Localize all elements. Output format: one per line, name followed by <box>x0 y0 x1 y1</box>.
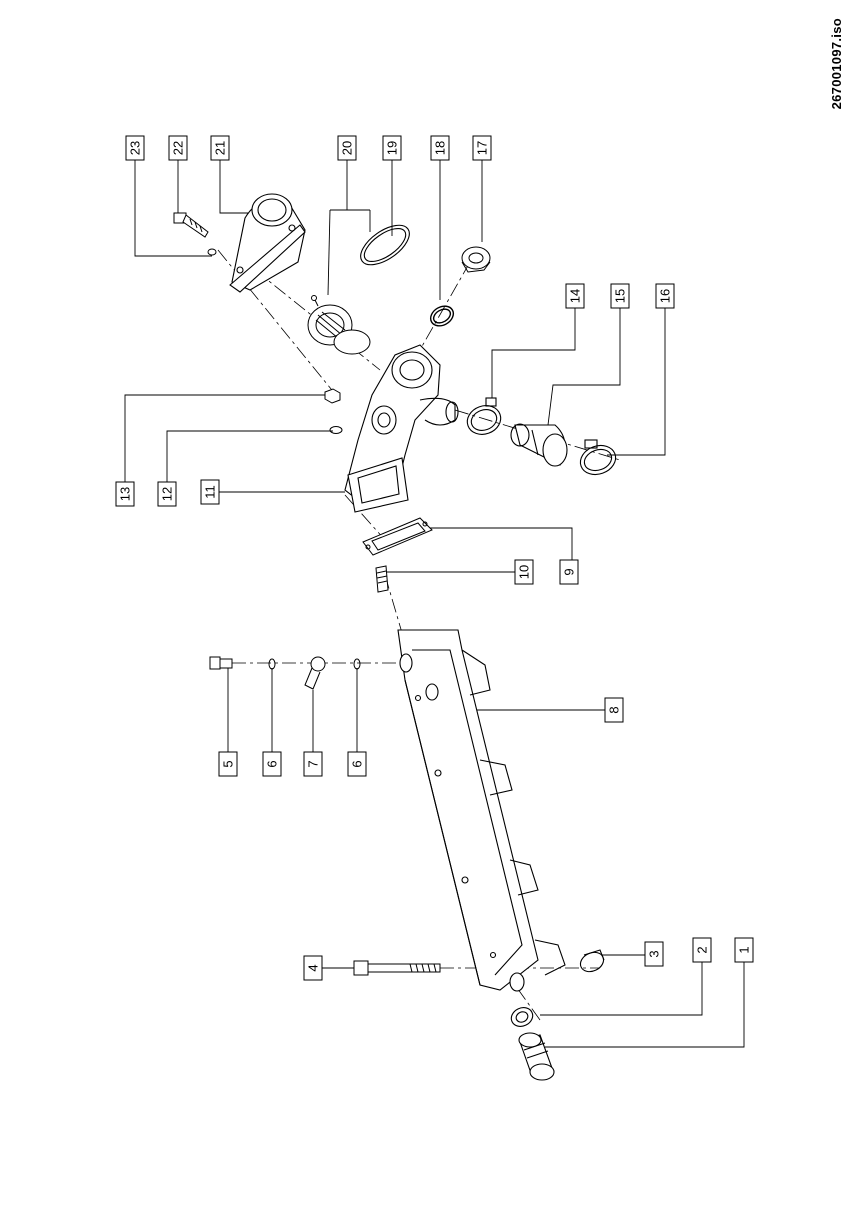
callout-label: 14 <box>568 289 583 303</box>
callout-label: 7 <box>306 760 321 767</box>
callout-label: 12 <box>160 487 175 501</box>
callout-23: 23 <box>125 135 145 161</box>
seal-washer-2-drawing <box>510 1007 534 1027</box>
callout-label: 1 <box>737 946 752 953</box>
callout-label: 23 <box>128 141 143 155</box>
callout-label: 21 <box>213 141 228 155</box>
callout-label: 17 <box>475 141 490 155</box>
thermostat-drawing <box>307 295 371 355</box>
callout-8: 8 <box>604 697 624 723</box>
callout-9: 9 <box>559 559 579 585</box>
callout-1: 1 <box>734 937 754 963</box>
banjo-screw-5-drawing <box>209 656 233 670</box>
hose-15-drawing <box>510 423 568 467</box>
callout-label: 16 <box>658 289 673 303</box>
gasket-9-drawing <box>362 517 433 556</box>
o-ring-18-drawing <box>429 305 455 327</box>
leader-lines <box>124 160 745 1048</box>
thermostat-cover-drawing <box>229 193 306 293</box>
callout-17: 17 <box>472 135 492 161</box>
callout-label: 5 <box>221 760 236 767</box>
callout-18: 18 <box>430 135 450 161</box>
callout-label: 15 <box>613 289 628 303</box>
callout-14: 14 <box>565 283 585 309</box>
callout-5: 5 <box>218 751 238 777</box>
washer-6-drawing <box>268 658 361 670</box>
callout-21: 21 <box>210 135 230 161</box>
callout-label: 18 <box>433 141 448 155</box>
callout-label: 8 <box>607 706 622 713</box>
document-id: 267001097.iso <box>829 18 844 110</box>
banjo-fitting-7-drawing <box>304 656 326 690</box>
callout-12: 12 <box>157 481 177 507</box>
seal-ring-19-drawing <box>360 224 410 266</box>
clip-3-drawing <box>579 949 605 973</box>
callout-label: 11 <box>203 485 218 499</box>
hose-clamp-16-drawing <box>579 439 617 476</box>
callout-label: 6 <box>265 760 280 767</box>
callout-7: 7 <box>303 751 323 777</box>
callout-22: 22 <box>168 135 188 161</box>
callout-15: 15 <box>610 283 630 309</box>
callout-label: 19 <box>385 141 400 155</box>
bolt-4-drawing <box>353 960 441 976</box>
callout-2: 2 <box>692 937 712 963</box>
callout-4: 4 <box>303 955 323 981</box>
callout-16: 16 <box>655 283 675 309</box>
hose-clamp-14-drawing <box>466 397 502 435</box>
thermostat-housing-drawing <box>344 344 459 513</box>
callout-label: 3 <box>647 950 662 957</box>
callout-10: 10 <box>514 559 534 585</box>
screw-22-drawing <box>173 212 217 256</box>
callout-20: 20 <box>337 135 357 161</box>
callout-6b: 6 <box>347 751 367 777</box>
callout-label: 22 <box>171 141 186 155</box>
callout-3: 3 <box>644 941 664 967</box>
callout-label: 13 <box>118 487 133 501</box>
callout-11: 11 <box>200 479 220 505</box>
callout-13: 13 <box>115 481 135 507</box>
callout-19: 19 <box>382 135 402 161</box>
nut-13-washer-12-drawing <box>324 388 343 434</box>
stud-10-drawing <box>375 565 389 593</box>
callout-6a: 6 <box>262 751 282 777</box>
union-fitting-1-drawing <box>518 1032 555 1081</box>
callout-label: 9 <box>562 568 577 575</box>
callout-label: 20 <box>340 141 355 155</box>
coolant-manifold-drawing <box>397 629 566 992</box>
callout-label: 2 <box>695 946 710 953</box>
plug-17-drawing <box>461 246 491 273</box>
callout-label: 10 <box>517 565 532 579</box>
callout-label: 6 <box>350 760 365 767</box>
callout-label: 4 <box>306 964 321 971</box>
